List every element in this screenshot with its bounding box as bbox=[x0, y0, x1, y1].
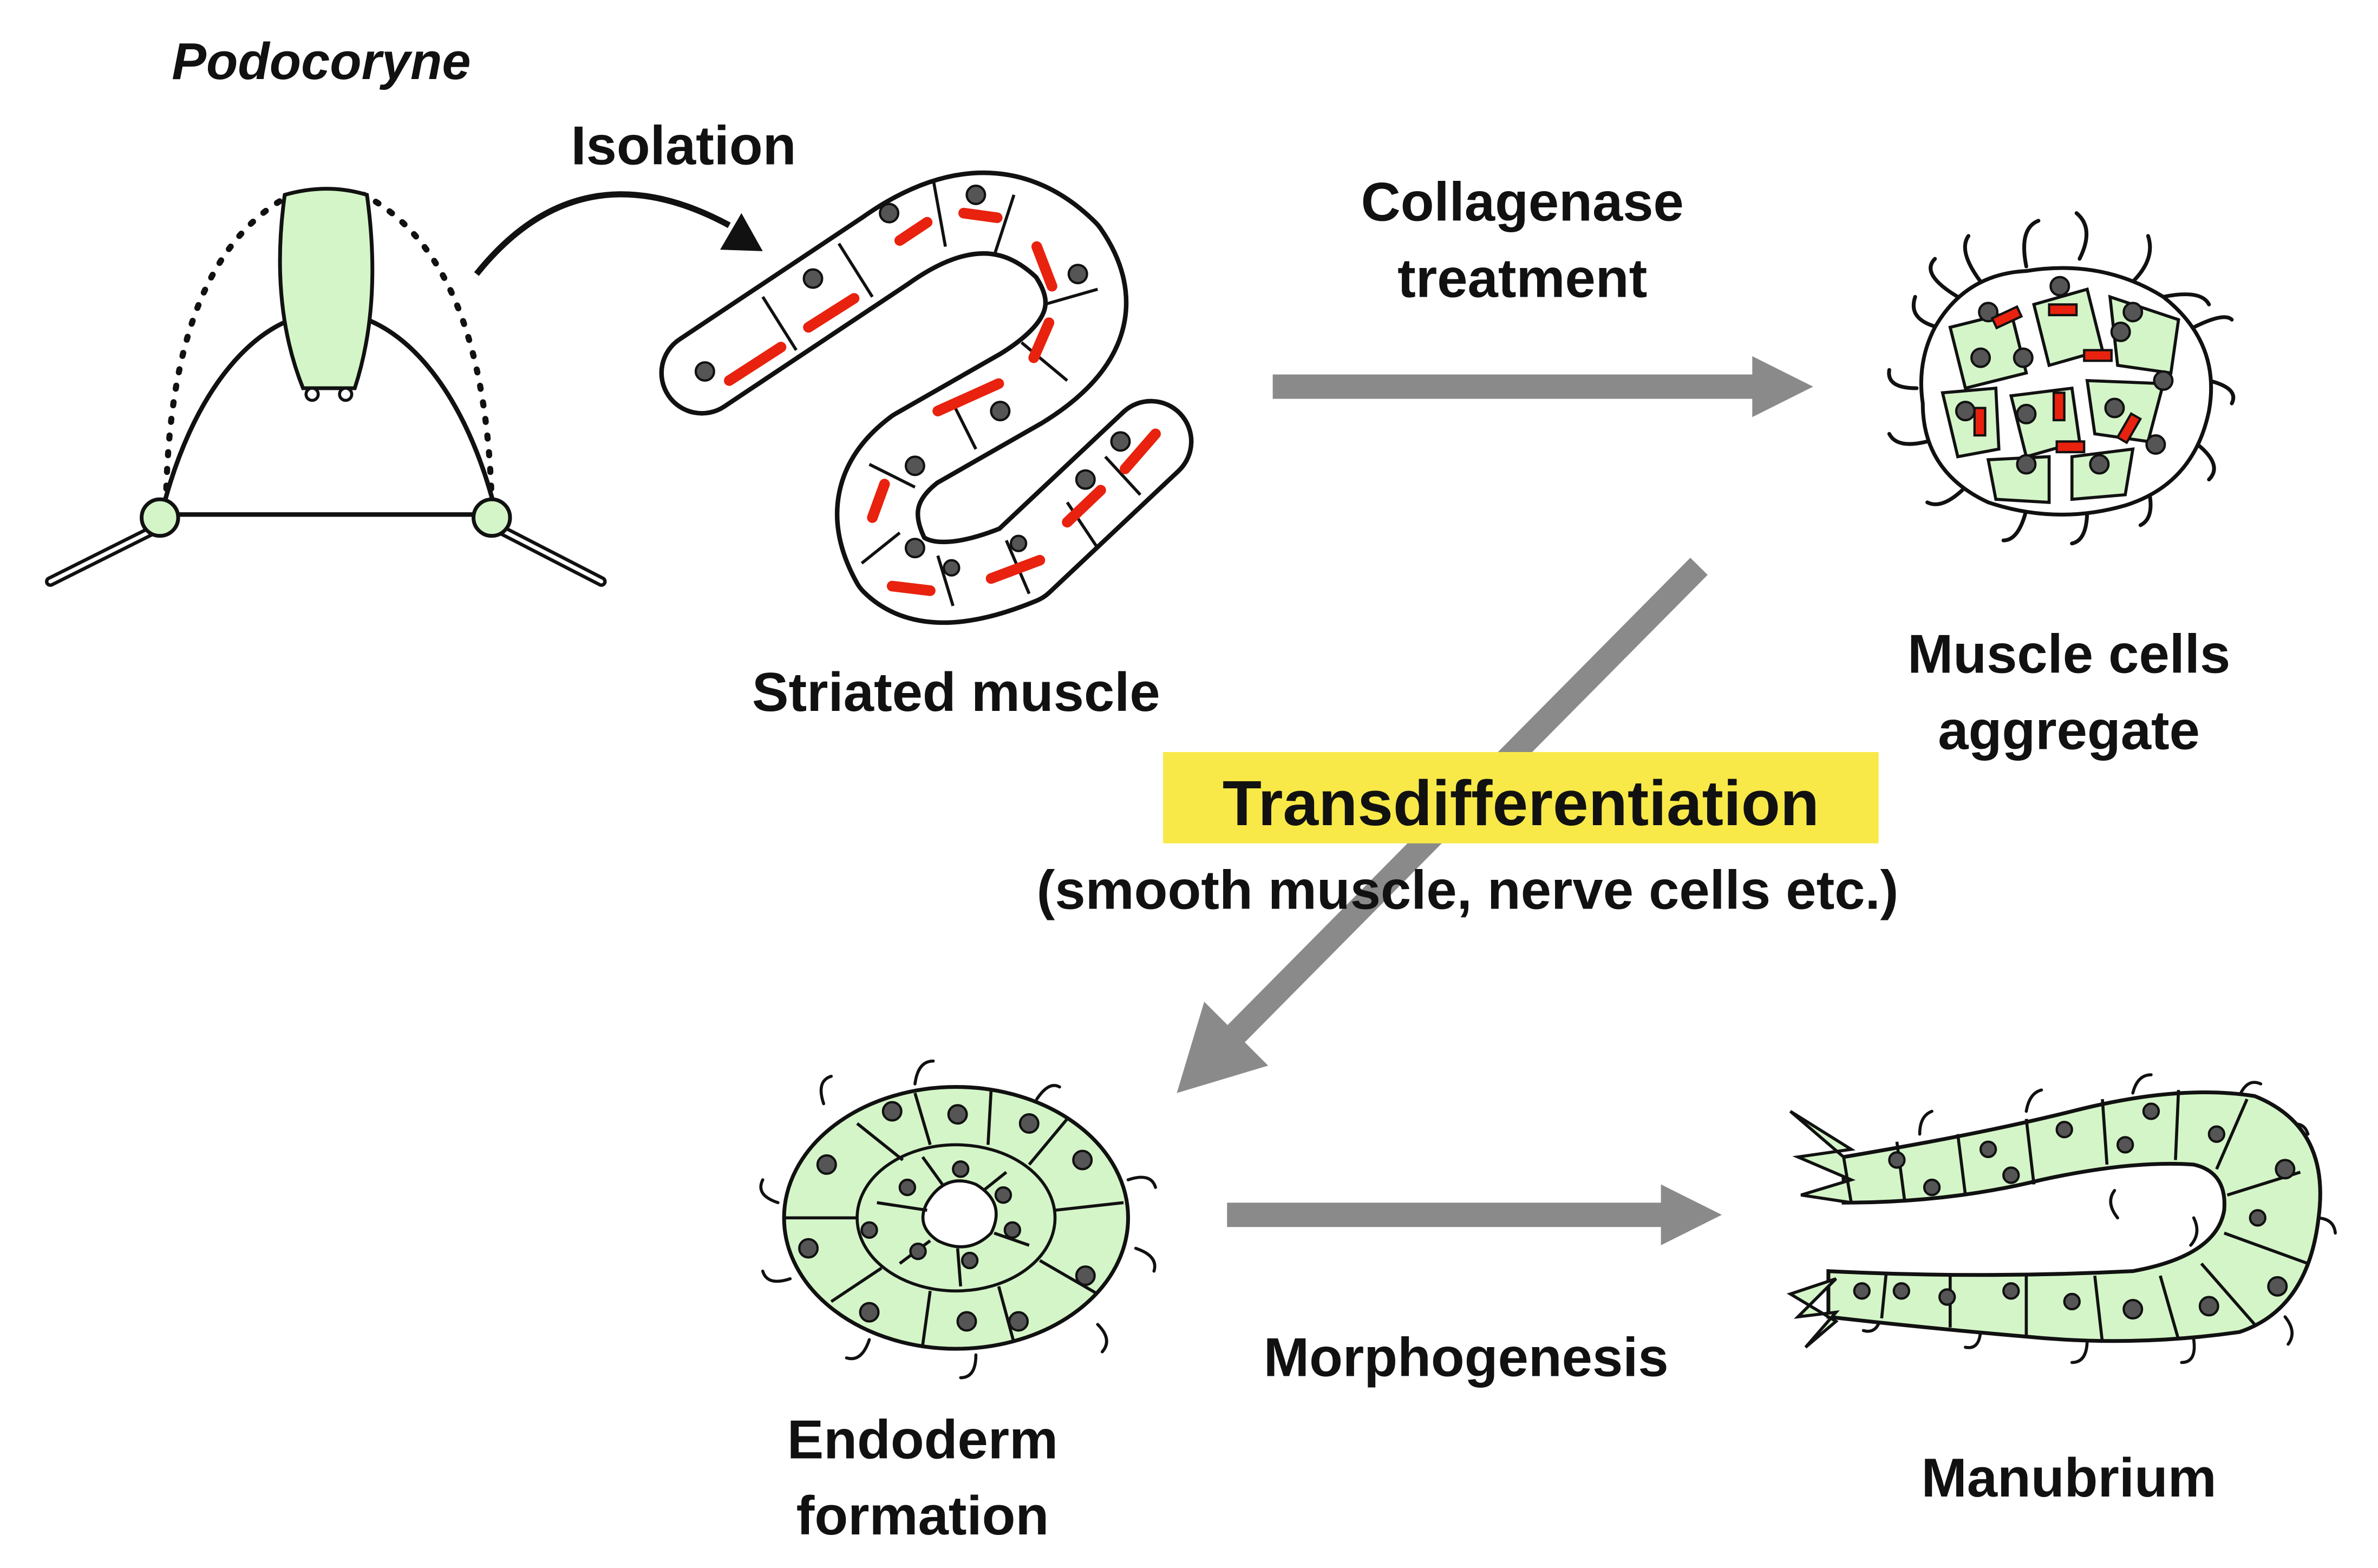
transdifferentiation-detail-label: (smooth muscle, nerve cells etc.) bbox=[1037, 860, 1899, 921]
morphogenesis-arrow bbox=[1227, 1184, 1722, 1245]
endoderm-ring bbox=[759, 1059, 1157, 1380]
manubrium-region bbox=[278, 187, 375, 390]
striated-muscle-label: Striated muscle bbox=[752, 662, 1160, 723]
tentacle-bulb-right bbox=[472, 497, 512, 538]
muscle-cell-aggregate bbox=[1887, 211, 2236, 546]
manubrium-label: Manubrium bbox=[1921, 1447, 2216, 1508]
transdifferentiation-label: Transdifferentiation bbox=[1223, 768, 1819, 839]
tentacle-bulb-left bbox=[140, 497, 180, 538]
morphogenesis-label: Morphogenesis bbox=[1264, 1327, 1669, 1388]
collagenase-label-line2: treatment bbox=[1397, 247, 1647, 309]
endoderm-label-line1: Endoderm bbox=[787, 1409, 1058, 1471]
striated-muscle-strip bbox=[659, 171, 1194, 625]
organism-label: Podocoryne bbox=[172, 32, 471, 90]
transdifferentiation-highlight bbox=[1163, 752, 1879, 844]
aggregate-label-line1: Muscle cells bbox=[1907, 624, 2230, 685]
isolation-arrow bbox=[474, 191, 763, 276]
endoderm-label-line2: formation bbox=[796, 1485, 1049, 1546]
collagenase-arrow bbox=[1272, 356, 1813, 417]
manubrium-tube bbox=[1786, 1073, 2337, 1364]
aggregate-label-line2: aggregate bbox=[1938, 700, 2200, 761]
medusa-illustration bbox=[45, 187, 607, 587]
collagenase-label-line1: Collagenase bbox=[1361, 172, 1684, 233]
isolation-label: Isolation bbox=[571, 115, 796, 177]
